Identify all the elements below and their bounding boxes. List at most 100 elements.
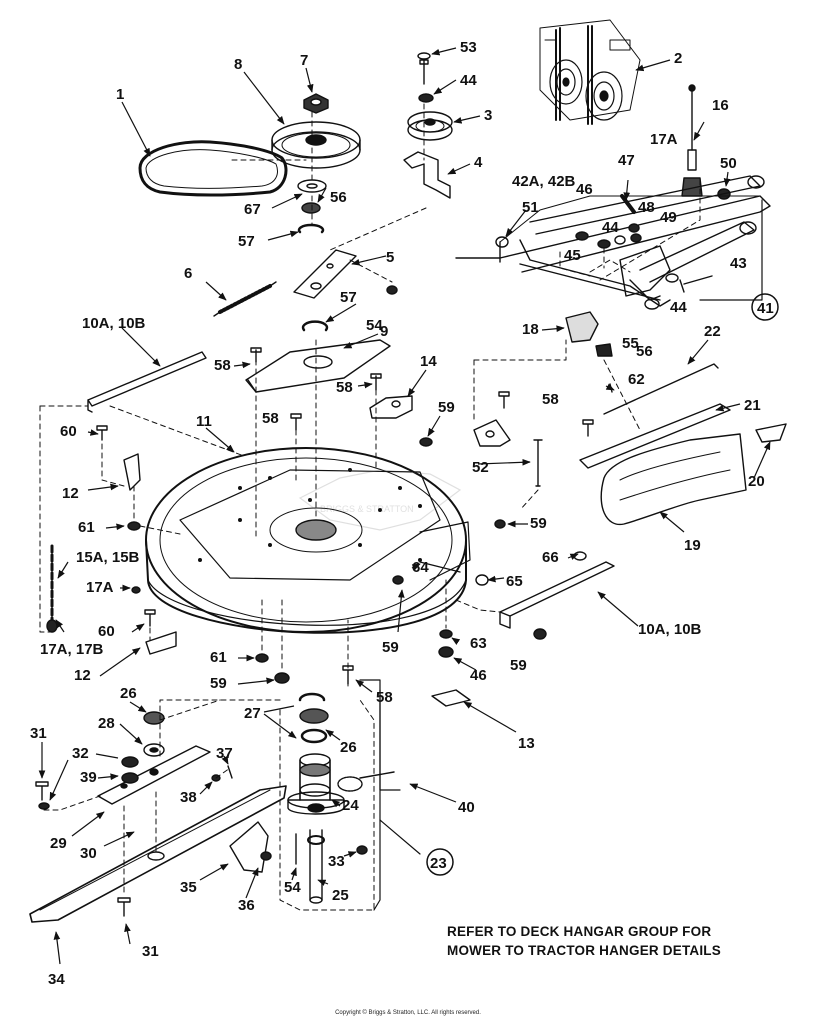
callout-61: 61 [210,649,227,666]
callout-52: 52 [472,459,489,476]
washer-65 [475,574,489,586]
large-pulley [271,121,361,169]
bolt-64 [419,561,461,573]
callout-53: 53 [460,39,477,56]
callout-21: 21 [744,397,761,414]
callout-54: 54 [366,317,383,334]
callout-31: 31 [30,725,47,742]
callout-29: 29 [50,835,67,852]
idler-bracket [403,151,451,199]
bearing-26 [299,708,329,724]
callout-58: 58 [262,410,279,427]
callout-23: 23 [430,855,447,872]
callout-59: 59 [382,639,399,656]
callout-67: 67 [244,201,261,218]
spring-6 [218,284,272,314]
callout-47: 47 [618,152,635,169]
callout-58: 58 [542,391,559,408]
group-circle-23 [426,848,454,876]
callout-30: 30 [80,845,97,862]
nut-33 [356,845,368,855]
callout-15A-15B: 15A, 15B [76,549,140,566]
callout-58: 58 [376,689,393,706]
callout-17A-17B: 17A, 17B [40,641,104,658]
callout-64: 64 [412,559,429,576]
callout-34: 34 [48,971,65,988]
callout-19: 19 [684,537,701,554]
callout-25: 25 [332,887,349,904]
idler-pulley [407,111,453,141]
callout-2: 2 [674,50,682,67]
callout-43: 43 [730,255,747,272]
callout-51: 51 [522,199,539,216]
callout-26: 26 [340,739,357,756]
rod-22 [603,363,719,415]
deck-rail-10b [499,561,615,629]
callout-39: 39 [80,769,97,786]
callout-57: 57 [340,289,357,306]
callout-3: 3 [484,107,492,124]
callout-18: 18 [522,321,539,338]
washer-28 [143,743,165,757]
callout-17A: 17A [650,131,678,148]
callout-40: 40 [458,799,475,816]
callout-36: 36 [238,897,255,914]
callout-59: 59 [530,515,547,532]
callout-42A-42B: 42A, 42B [512,173,576,190]
watermark-text: BRIGGS & STRATTON [320,504,414,514]
bracket-35 [229,821,269,873]
blade-34 [29,785,287,923]
bushing-56 [301,202,321,214]
bolt-31b [117,897,131,917]
callout-44: 44 [670,299,687,316]
callout-60: 60 [98,623,115,640]
callout-9: 9 [380,323,388,340]
callout-14: 14 [420,353,437,370]
callout-17A: 17A [86,579,114,596]
callout-7: 7 [300,52,308,69]
bolt-31 [35,781,49,801]
callout-63: 63 [470,635,487,652]
spindle-shaft-25 [309,829,323,901]
callout-58: 58 [214,357,231,374]
callout-46: 46 [470,667,487,684]
callout-13: 13 [518,735,535,752]
deck-rail-10a [87,351,207,413]
reference-note-line-2: MOWER TO TRACTOR HANGER DETAILS [447,943,721,958]
bolt-43 [679,275,713,293]
callout-49: 49 [660,209,677,226]
lift-arm-assembly [455,175,771,307]
callout-10A-10B: 10A, 10B [638,621,702,638]
plate-21 [579,403,731,469]
clip-55 [595,343,613,357]
callout-4: 4 [474,154,483,171]
bearing-26b [143,711,165,725]
washer-67 [297,179,327,193]
callout-22: 22 [704,323,721,340]
callout-57: 57 [238,233,255,250]
callout-50: 50 [720,155,737,172]
plate-5 [293,249,357,299]
washer-46 [575,231,589,241]
pulley-nut [303,93,329,114]
bracket-18 [565,311,599,343]
callout-55: 55 [622,335,639,352]
callout-65: 65 [506,573,523,590]
callout-33: 33 [328,853,345,870]
bracket-14 [369,395,413,419]
copyright-text: Copyright © Briggs & Stratton, LLC. All … [335,1010,481,1016]
callout-44: 44 [602,219,619,236]
callout-61: 61 [78,519,95,536]
reference-note: REFER TO DECK HANGAR GROUP FOR MOWER TO … [447,922,787,960]
part-20 [755,423,787,443]
callout-59: 59 [438,399,455,416]
callout-8: 8 [234,56,242,73]
callout-59: 59 [210,675,227,692]
bolt-53 [419,57,429,85]
callout-48: 48 [638,199,655,216]
callout-16: 16 [712,97,729,114]
callout-62: 62 [628,371,645,388]
retaining-ring-27 [298,692,326,702]
callout-24: 24 [342,797,359,814]
